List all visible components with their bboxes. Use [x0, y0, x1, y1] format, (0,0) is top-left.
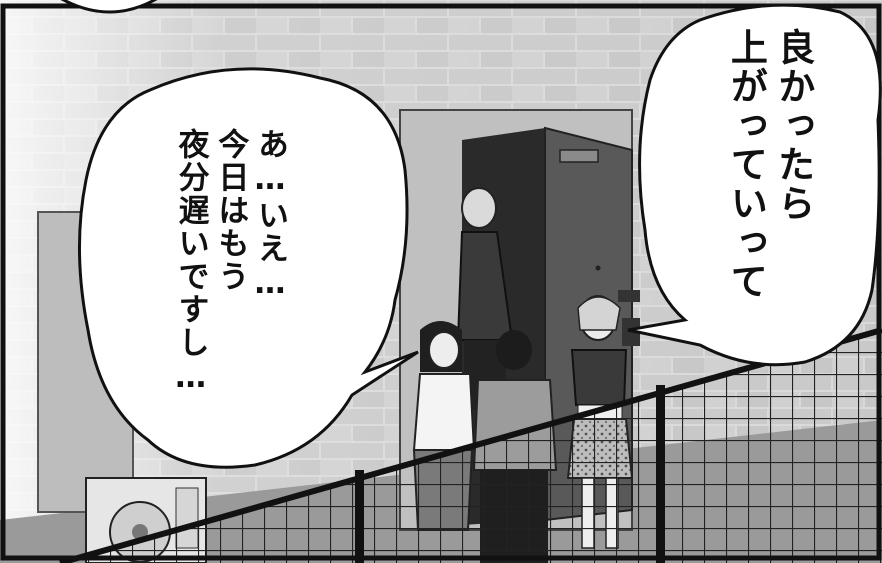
man-in-doorway: [456, 187, 514, 410]
speech-line: あ…いえ…: [252, 128, 289, 303]
speech-bubble-right: [627, 3, 882, 367]
speech-line: 上がっていって: [724, 28, 768, 301]
speech-bubble-left: [77, 67, 419, 469]
speech-line: 今日はもう: [212, 128, 249, 293]
railing-fence: [59, 327, 882, 563]
speech-text-left: あ…いえ… 今日はもう 夜分遅いですし…: [170, 128, 289, 397]
speech-line: 夜分遅いですし…: [172, 128, 209, 397]
speech-line: 良かったら: [771, 28, 815, 223]
panel-border: [0, 3, 882, 561]
speech-text-right: 良かったら 上がっていって: [722, 28, 817, 301]
partial-speech-bubble: [60, 0, 158, 14]
